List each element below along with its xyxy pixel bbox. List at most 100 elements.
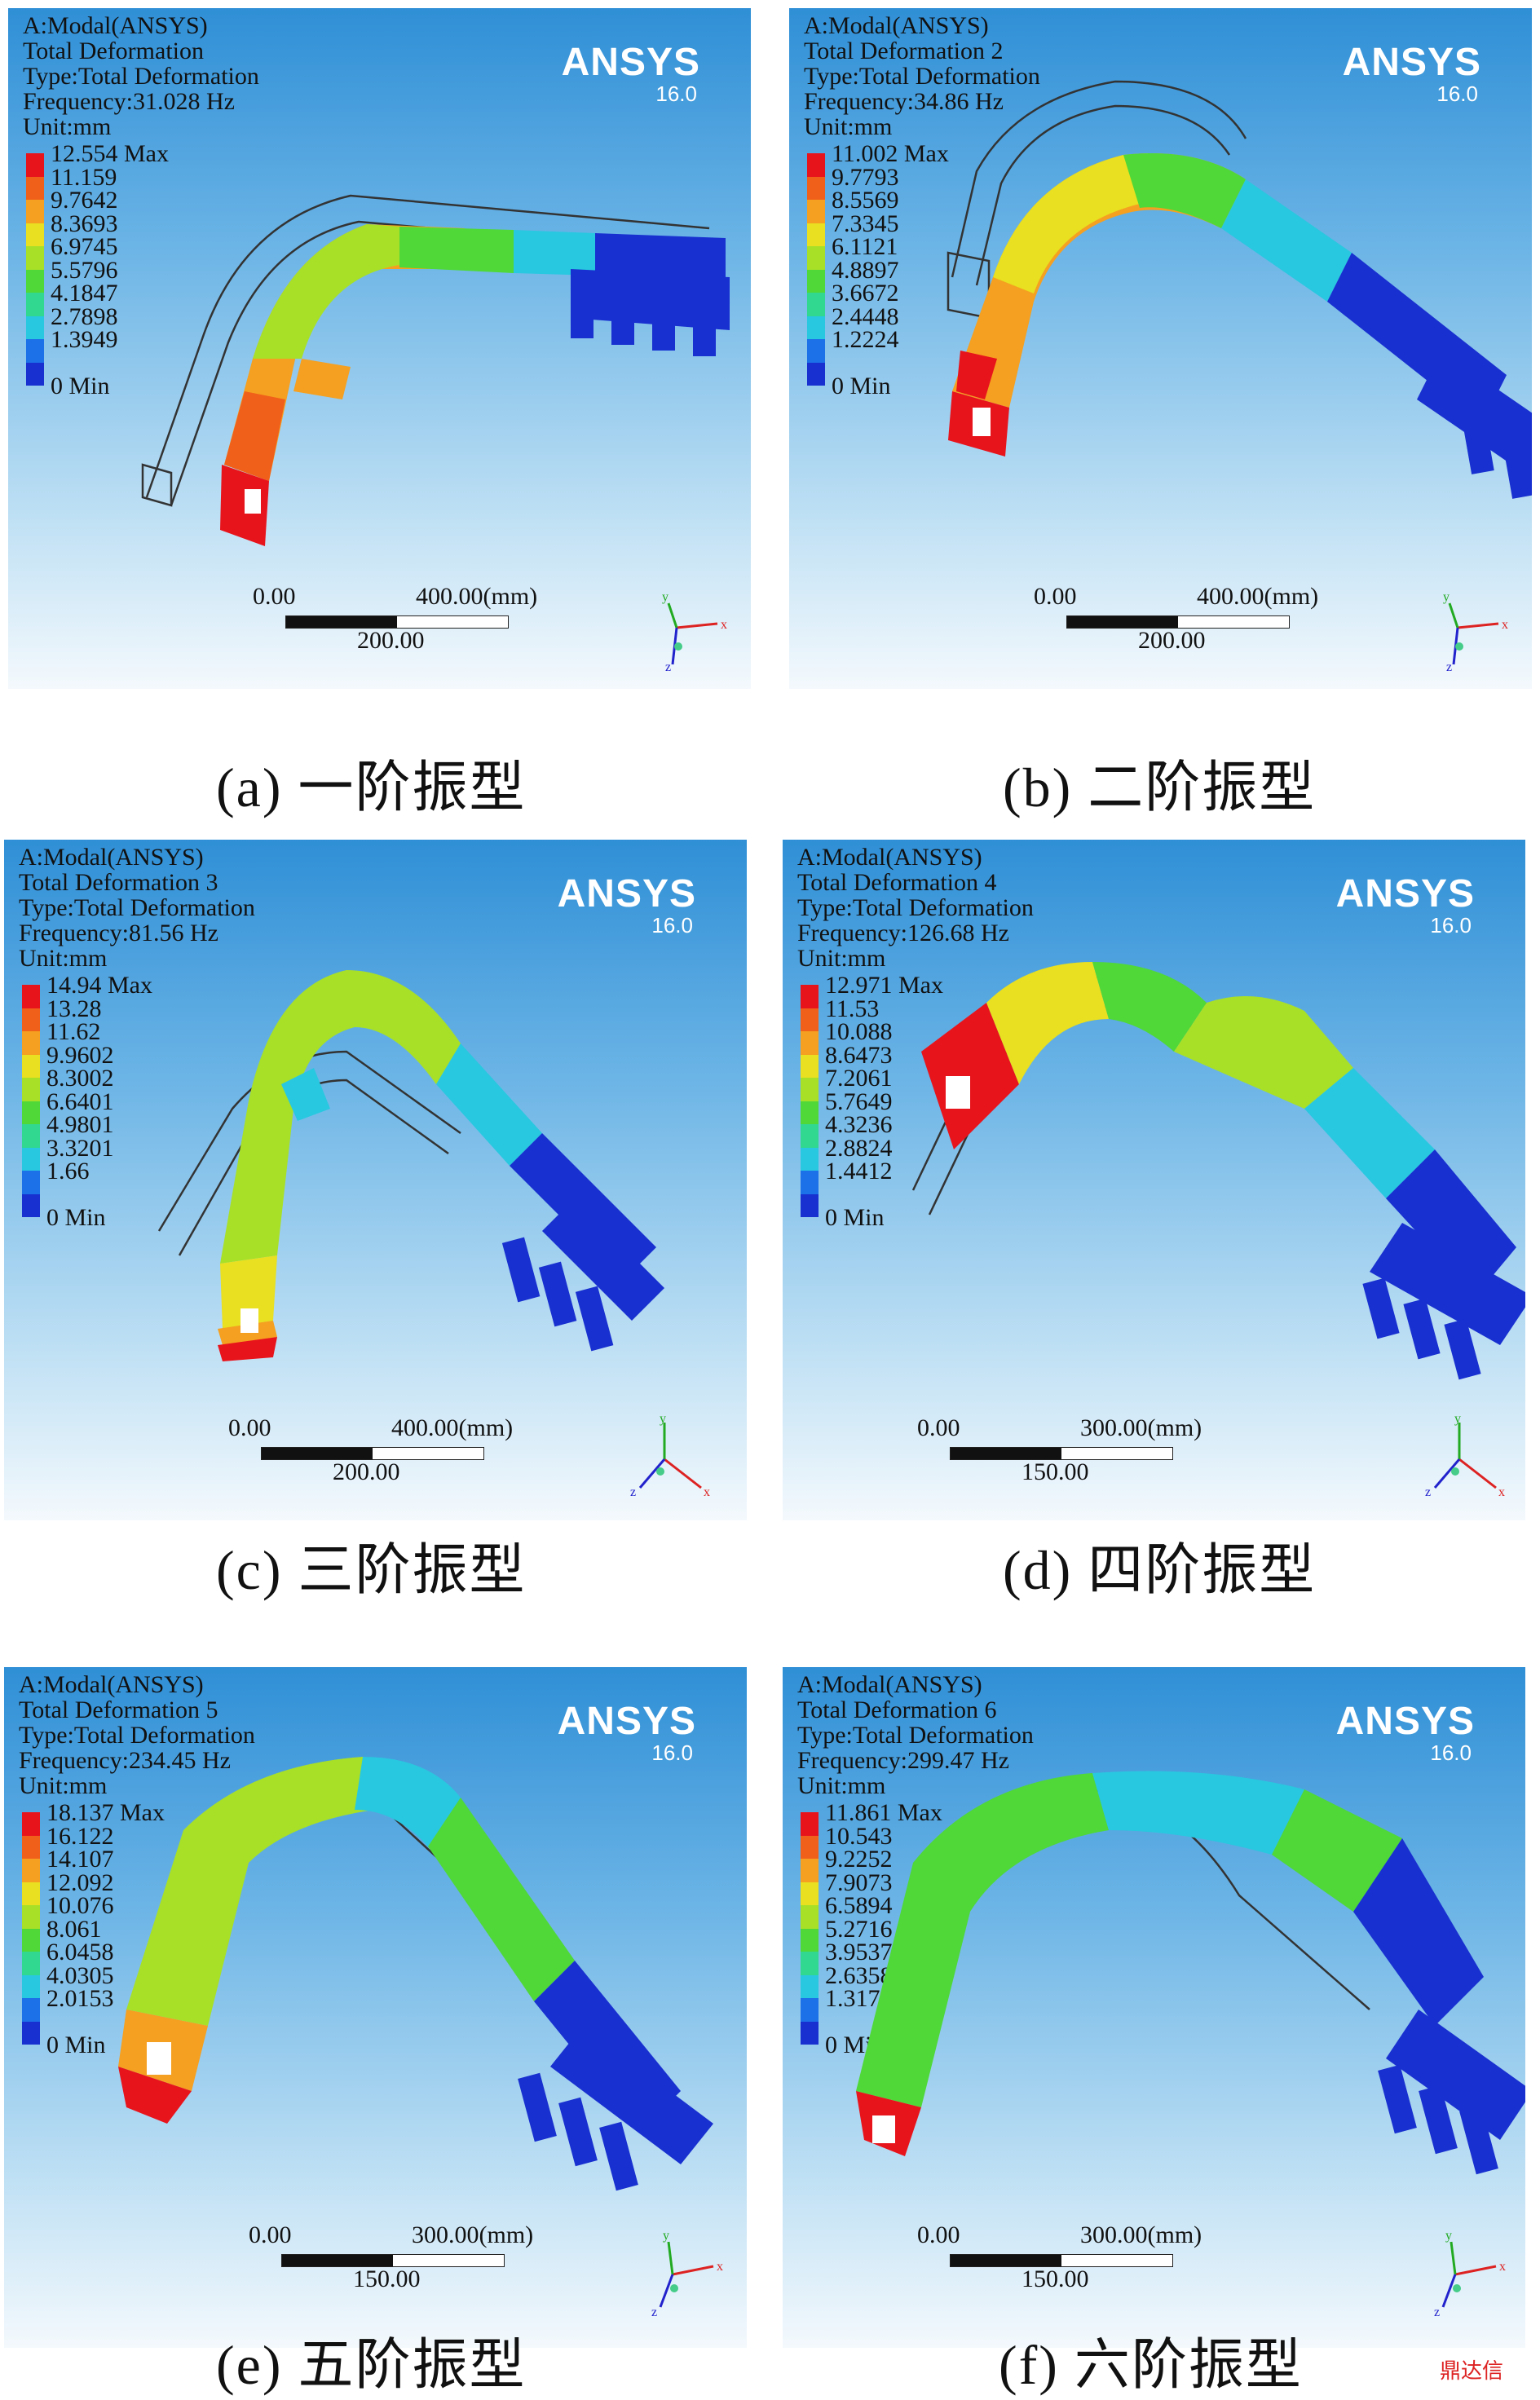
scale-bar-graphic xyxy=(281,2254,505,2267)
legend-swatch xyxy=(807,223,825,246)
legend-label: 11.53 xyxy=(825,995,880,1022)
deformed-structure xyxy=(921,962,1525,1380)
legend-swatch xyxy=(807,293,825,316)
legend-swatch xyxy=(22,1031,40,1055)
deformed-model xyxy=(157,970,664,1361)
scale-start-label: 0.00 xyxy=(917,1414,960,1441)
scale-end-label: 400.00(mm) xyxy=(1197,583,1319,610)
scale-end-label: 300.00(mm) xyxy=(1080,2221,1202,2248)
legend-swatch xyxy=(801,1031,819,1055)
legend-label: 13.28 xyxy=(46,995,102,1022)
axis-z-label: z xyxy=(1434,2305,1440,2319)
scale-mid-label: 150.00 xyxy=(1022,2265,1089,2292)
header-line: Total Deformation 4 xyxy=(797,869,997,896)
header-line: Type:Total Deformation xyxy=(797,1722,1034,1749)
axis-z-label: z xyxy=(665,660,671,673)
header-line: A:Modal(ANSYS) xyxy=(804,12,989,39)
header-line: Total Deformation xyxy=(23,38,204,64)
header-line: Frequency:34.86 Hz xyxy=(804,88,1004,115)
scale-mid-label: 150.00 xyxy=(353,2265,421,2292)
legend-label: 14.107 xyxy=(46,1846,114,1873)
legend-swatch xyxy=(801,1812,819,1836)
legend-swatch xyxy=(22,1101,40,1124)
header-line: Type:Total Deformation xyxy=(804,63,1040,90)
header-line: Type:Total Deformation xyxy=(19,1722,255,1749)
legend-swatch xyxy=(22,1952,40,1975)
logo-version: 16.0 xyxy=(655,82,697,106)
deformed-model xyxy=(911,962,1525,1380)
scale-bar-black xyxy=(286,616,397,628)
legend-swatch xyxy=(807,176,825,200)
deformed-structure xyxy=(948,153,1532,499)
header-line: Unit:mm xyxy=(23,113,112,140)
mode-panel-b: A:Modal(ANSYS) Total Deformation 2 Type:… xyxy=(789,8,1532,689)
ansys-logo: ANSYS 16.0 xyxy=(1343,42,1481,106)
legend-label: 8.061 xyxy=(46,1915,102,1943)
header-line: A:Modal(ANSYS) xyxy=(19,1671,204,1698)
legend-swatch xyxy=(26,269,44,293)
logo-brand: ANSYS xyxy=(1335,1700,1475,1743)
panel-header: A:Modal(ANSYS) Total Deformation 2 Type:… xyxy=(804,13,1040,139)
axis-z-label: z xyxy=(1425,1485,1431,1499)
legend-swatch xyxy=(22,1147,40,1171)
legend-swatch xyxy=(801,1952,819,1975)
legend-swatch xyxy=(22,1054,40,1078)
legend-label: 7.9073 xyxy=(825,1868,893,1896)
legend-swatch xyxy=(26,246,44,270)
legend-label: 2.8824 xyxy=(825,1134,893,1162)
header-line: Total Deformation 5 xyxy=(19,1696,218,1723)
legend-swatch xyxy=(807,200,825,223)
deformed-model xyxy=(947,80,1532,499)
mode-panel-c: A:Modal(ANSYS) Total Deformation 3 Type:… xyxy=(4,840,747,1520)
legend-swatch xyxy=(22,1998,40,2022)
axis-triad-icon: x y z xyxy=(651,2230,723,2319)
legend-label: 2.6358 xyxy=(825,1961,893,1989)
header-line: Type:Total Deformation xyxy=(19,894,255,921)
legend-swatch xyxy=(807,269,825,293)
legend-swatch xyxy=(801,2021,819,2045)
scale-bar: 0.00 400.00(mm) 200.00 xyxy=(1034,583,1318,654)
legend-swatch xyxy=(801,1078,819,1101)
legend-label: 2.7898 xyxy=(51,302,118,330)
legend-swatch xyxy=(801,1835,819,1859)
mode-panel-f: A:Modal(ANSYS) Total Deformation 6 Type:… xyxy=(783,1667,1525,2348)
scale-bar-black xyxy=(951,2255,1061,2266)
logo-brand: ANSYS xyxy=(1335,872,1475,915)
panel-header: A:Modal(ANSYS) Total Deformation 6 Type:… xyxy=(797,1672,1034,1798)
logo-version: 16.0 xyxy=(1436,82,1478,106)
legend-label: 5.7649 xyxy=(825,1088,893,1115)
logo-version: 16.0 xyxy=(651,913,693,938)
legend-swatch xyxy=(22,1812,40,1836)
axis-triad-icon: x y z xyxy=(1425,1414,1505,1499)
axis-x-label: x xyxy=(704,1485,710,1499)
axis-y-label: y xyxy=(1443,590,1450,604)
deformed-structure xyxy=(220,224,730,546)
caption-c: (c) 三阶振型 xyxy=(216,1539,527,1601)
logo-brand: ANSYS xyxy=(561,41,700,84)
caption-f: (f) 六阶振型 xyxy=(999,2334,1303,2396)
legend-label: 0 Min xyxy=(46,1203,106,1231)
legend-label: 5.2716 xyxy=(825,1915,893,1943)
legend-label: 6.1121 xyxy=(832,233,898,260)
legend-swatch xyxy=(801,1101,819,1124)
logo-version: 16.0 xyxy=(1430,913,1472,938)
legend-label: 1.4412 xyxy=(825,1158,893,1185)
header-line: Unit:mm xyxy=(797,945,886,972)
legend-label: 12.971 Max xyxy=(825,972,943,999)
legend-label: 14.94 Max xyxy=(46,972,152,999)
legend-label: 4.9801 xyxy=(46,1111,114,1138)
logo-version: 16.0 xyxy=(1430,1740,1472,1765)
scale-end-label: 400.00(mm) xyxy=(416,583,538,610)
header-line: Unit:mm xyxy=(19,1772,108,1799)
legend-label: 1.2224 xyxy=(832,326,899,353)
deformed-structure xyxy=(218,970,664,1361)
legend-swatch xyxy=(22,1835,40,1859)
legend-label: 6.6401 xyxy=(46,1088,114,1115)
header-line: Unit:mm xyxy=(797,1772,886,1799)
scale-bar-graphic xyxy=(1066,615,1290,629)
scale-bar-black xyxy=(262,1448,373,1459)
header-line: Frequency:126.68 Hz xyxy=(797,920,1009,946)
legend-swatch xyxy=(807,246,825,270)
legend-swatch xyxy=(801,1974,819,1998)
legend-swatch xyxy=(26,339,44,363)
